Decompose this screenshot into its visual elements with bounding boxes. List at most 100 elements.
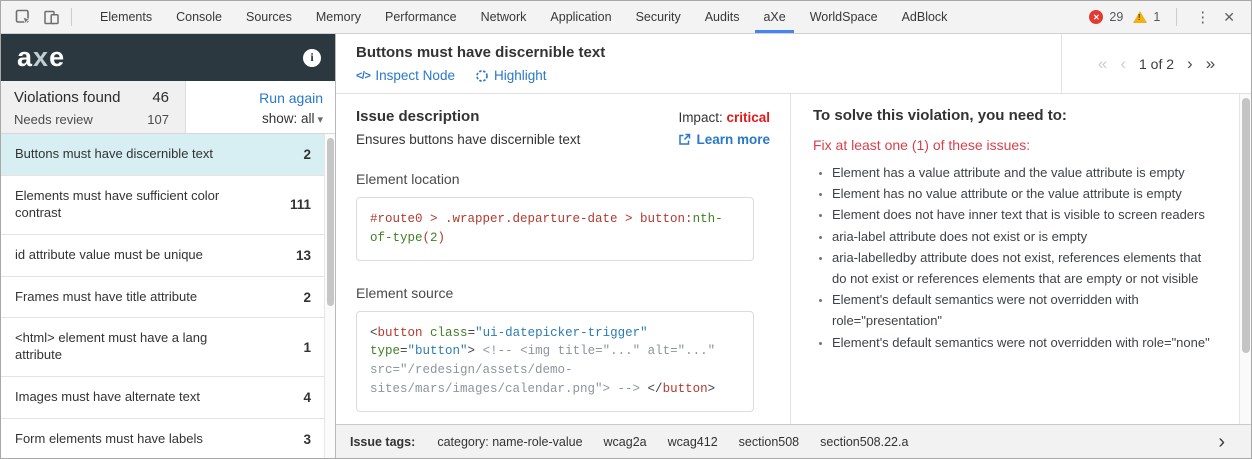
violation-label: Images must have alternate text (15, 389, 200, 405)
devtools-topbar: Elements Console Sources Memory Performance N… (1, 1, 1251, 34)
last-page-button[interactable]: » (1205, 54, 1216, 73)
issue-tag: section508.22.a (820, 434, 909, 449)
violation-count: 1 (303, 339, 311, 355)
tab-sources[interactable]: Sources (245, 10, 292, 24)
impact-label: Impact: (678, 110, 723, 125)
code-icon: </> (356, 69, 371, 82)
tab-application[interactable]: Application (550, 10, 612, 24)
axe-header: axe i (1, 34, 335, 81)
sidebar-scrollbar[interactable] (324, 134, 335, 458)
warning-exclamation: ! (1137, 13, 1141, 22)
fix-instruction: Fix at least one (1) of these issues: (813, 137, 1031, 153)
violation-row[interactable]: Images must have alternate text 4 (1, 377, 335, 420)
issue-tags-label: Issue tags: (350, 434, 416, 449)
topbar-divider (1176, 8, 1178, 26)
violation-count: 13 (295, 247, 311, 263)
tab-security[interactable]: Security (635, 10, 681, 24)
inspect-element-icon[interactable] (9, 4, 37, 30)
tab-memory[interactable]: Memory (315, 10, 361, 24)
violation-row[interactable]: Form elements must have labels 3 (1, 419, 335, 458)
topbar-divider (71, 8, 72, 26)
tab-axe[interactable]: aXe (751, 1, 797, 33)
violation-label: Elements must have sufficient color cont… (15, 187, 220, 220)
violation-row[interactable]: Frames must have title attribute 2 (1, 276, 335, 319)
learn-more-link[interactable]: Learn more (678, 132, 770, 147)
violation-row[interactable]: Elements must have sufficient color cont… (1, 175, 335, 235)
show-filter-label: show: all (261, 111, 315, 126)
violation-label: <html> element must have a lang attribut… (15, 330, 208, 363)
axe-sidebar: axe i Violations found 46 Needs review 1… (1, 34, 336, 458)
main-scrollbar-thumb[interactable] (1242, 98, 1250, 353)
violation-count: 3 (303, 432, 311, 448)
chevron-down-icon: ▾ (317, 114, 323, 126)
issue-tag: section508 (738, 434, 800, 449)
fix-list-item: Element has a value attribute and the va… (832, 162, 1214, 183)
fix-list-item: Element has no value attribute or the va… (832, 183, 1214, 204)
kebab-menu-icon[interactable]: ⋮ (1195, 9, 1210, 26)
device-toolbar-icon[interactable] (37, 4, 65, 30)
issue-header: Buttons must have discernible text </> I… (336, 34, 1251, 94)
info-icon[interactable]: i (303, 48, 321, 67)
tab-adblock[interactable]: AdBlock (901, 10, 948, 24)
issue-tags-bar: Issue tags: category: name-role-value wca… (336, 424, 1251, 458)
violations-found-label: Violations found (14, 89, 121, 106)
external-link-icon (679, 133, 691, 145)
violation-label: Form elements must have labels (15, 431, 203, 447)
violation-count: 4 (303, 390, 311, 406)
impact-value: critical (726, 110, 770, 125)
violation-label: Buttons must have discernible text (15, 146, 213, 161)
fix-list-item: Element's default semantics were not ove… (832, 332, 1214, 353)
warning-count[interactable]: 1 (1153, 10, 1161, 24)
highlight-button[interactable]: Highlight (475, 68, 547, 83)
issue-title: Buttons must have discernible text (356, 44, 606, 61)
issue-tag: wcag2a (603, 434, 647, 449)
tab-console[interactable]: Console (176, 10, 222, 24)
violation-row[interactable]: <html> element must have a lang attribut… (1, 318, 335, 378)
tab-network[interactable]: Network (480, 10, 527, 24)
warning-badge-icon[interactable]: ! (1133, 11, 1148, 23)
element-location-heading: Element location (356, 171, 460, 187)
fix-list-item: Element does not have inner text that is… (832, 204, 1214, 225)
error-count[interactable]: 29 (1109, 10, 1124, 24)
learn-more-label: Learn more (696, 132, 770, 147)
needs-review-count: 107 (147, 112, 169, 127)
violation-row[interactable]: id attribute value must be unique 13 (1, 234, 335, 277)
axe-logo: axe (17, 42, 66, 72)
fix-list-item: aria-label attribute does not exist or i… (832, 226, 1214, 247)
solution-column: To solve this violation, you need to: Fi… (791, 94, 1251, 424)
tab-performance[interactable]: Performance (385, 10, 457, 24)
run-again-button[interactable]: Run again (259, 90, 323, 106)
needs-review-label: Needs review (14, 112, 93, 127)
close-icon[interactable]: ✕ (1223, 8, 1235, 25)
issue-description-heading: Issue description (356, 108, 480, 125)
tab-audits[interactable]: Audits (704, 10, 740, 24)
issue-tag: category: name-role-value (437, 434, 583, 449)
topbar-right: ✕ 29 ! 1 ⋮ ✕ (1089, 8, 1251, 26)
show-filter-dropdown[interactable]: show: all▾ (262, 111, 323, 126)
fix-list-item: aria-labelledby attribute does not exist… (832, 247, 1214, 289)
issue-description-text: Ensures buttons have discernible text (356, 132, 581, 147)
highlight-label: Highlight (493, 68, 547, 83)
next-page-button[interactable]: › (1187, 54, 1193, 73)
element-source-heading: Element source (356, 284, 454, 301)
violation-label: id attribute value must be unique (15, 246, 203, 262)
issue-tags: category: name-role-value wcag2a wcag412 se… (437, 435, 908, 449)
chevron-right-icon[interactable]: › (1218, 430, 1225, 453)
violations-found-count: 46 (152, 89, 169, 106)
summary-counts: Violations found 46 Needs review 107 (1, 81, 186, 133)
page-indicator: 1 of 2 (1138, 55, 1175, 72)
first-page-button[interactable]: « (1097, 54, 1108, 73)
prev-page-button[interactable]: ‹ (1120, 54, 1126, 73)
pagination: « ‹ 1 of 2 › » (1061, 34, 1251, 93)
violation-count: 2 (303, 289, 311, 305)
inspect-node-button[interactable]: </> Inspect Node (356, 68, 455, 83)
error-badge-icon[interactable]: ✕ (1089, 10, 1104, 24)
tab-elements[interactable]: Elements (100, 10, 153, 24)
sidebar-scrollbar-thumb[interactable] (327, 138, 334, 306)
tab-worldspace[interactable]: WorldSpace (809, 10, 878, 24)
main-scrollbar[interactable] (1239, 94, 1251, 424)
issue-tag: wcag412 (667, 434, 718, 449)
violation-label: Frames must have title attribute (15, 288, 198, 304)
